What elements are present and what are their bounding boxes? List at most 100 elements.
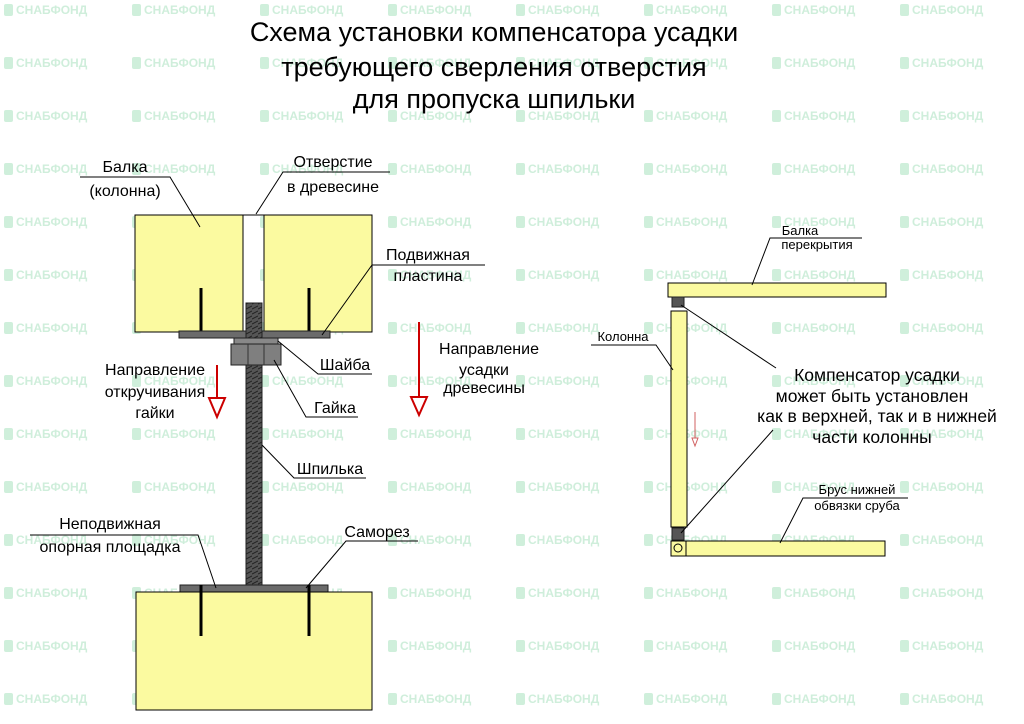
svg-text:СНАБФОНД: СНАБФОНД [656,480,728,494]
svg-text:СНАБФОНД: СНАБФОНД [16,321,88,335]
label-fixed-line2: опорная площадка [40,539,181,556]
title-line-2: требующего сверления отверстия [281,52,706,82]
svg-text:СНАБФОНД: СНАБФОНД [656,374,728,388]
svg-text:СНАБФОНД: СНАБФОНД [144,480,216,494]
svg-text:СНАБФОНД: СНАБФОНД [656,692,728,706]
watermark-mark: СНАБФОНД [4,3,88,17]
watermark-mark: СНАБФОНД [516,162,600,176]
svg-text:СНАБФОНД: СНАБФОНД [912,109,984,123]
watermark-mark: СНАБФОНД [260,3,344,17]
leader-beam [80,176,201,228]
watermark-mark: СНАБФОНД [260,374,344,388]
arrow-unscrew [207,365,227,420]
svg-text:СНАБФОНД: СНАБФОНД [784,480,856,494]
watermark-mark: СНАБФОНД [132,3,216,17]
watermark-mark: СНАБФОНД [388,586,472,600]
svg-text:СНАБФОНД: СНАБФОНД [656,109,728,123]
svg-text:СНАБФОНД: СНАБФОНД [272,533,344,547]
svg-text:СНАБФОНД: СНАБФОНД [912,427,984,441]
svg-text:СНАБФОНД: СНАБФОНД [528,162,600,176]
svg-text:СНАБФОНД: СНАБФОНД [784,692,856,706]
svg-text:СНАБФОНД: СНАБФОНД [16,215,88,229]
watermark-mark: СНАБФОНД [388,215,472,229]
floor-beam [667,282,887,298]
svg-text:СНАБФОНД: СНАБФОНД [528,109,600,123]
svg-text:СНАБФОНД: СНАБФОНД [272,427,344,441]
leader-washer [277,340,372,375]
svg-text:СНАБФОНД: СНАБФОНД [400,215,472,229]
label-nut: Гайка [314,400,356,417]
watermark-mark: СНАБФОНД [772,268,856,282]
watermark-mark: СНАБФОНД [132,374,216,388]
watermark-mark: СНАБФОНД [260,109,344,123]
svg-text:СНАБФОНД: СНАБФОНД [16,480,88,494]
watermark-mark: СНАБФОНД [900,533,984,547]
watermark-mark: СНАБФОНД [388,639,472,653]
watermark-mark: СНАБФОНД [516,427,600,441]
watermark-mark: СНАБФОНД [900,162,984,176]
watermark-mark: СНАБФОНД [900,215,984,229]
svg-text:СНАБФОНД: СНАБФОНД [912,162,984,176]
svg-text:СНАБФОНД: СНАБФОНД [272,374,344,388]
svg-text:СНАБФОНД: СНАБФОНД [784,215,856,229]
svg-text:СНАБФОНД: СНАБФОНД [912,480,984,494]
watermark-mark: СНАБФОНД [132,109,216,123]
svg-text:СНАБФОНД: СНАБФОНД [784,586,856,600]
label-hole-line2: в древесине [287,179,379,196]
watermark-mark: СНАБФОНД [132,427,216,441]
watermark-mark: СНАБФОНД [260,480,344,494]
svg-text:СНАБФОНД: СНАБФОНД [144,109,216,123]
svg-text:СНАБФОНД: СНАБФОНД [16,374,88,388]
svg-text:СНАБФОНД: СНАБФОНД [400,639,472,653]
svg-text:СНАБФОНД: СНАБФОНД [912,692,984,706]
svg-text:СНАБФОНД: СНАБФОНД [784,109,856,123]
label-unscrew-line3: гайки [135,405,174,422]
svg-text:СНАБФОНД: СНАБФОНД [656,162,728,176]
title-line-1: Схема установки компенсатора усадки [250,17,738,47]
watermark-mark: СНАБФОНД [132,480,216,494]
watermark-mark: СНАБФОНД [516,215,600,229]
watermark-mark: СНАБФОНД [4,480,88,494]
svg-text:СНАБФОНД: СНАБФОНД [16,56,88,70]
svg-text:СНАБФОНД: СНАБФОНД [784,321,856,335]
watermark-mark: СНАБФОНД [4,109,88,123]
svg-text:СНАБФОНД: СНАБФОНД [656,586,728,600]
title-line-3: для пропуска шпильки [353,84,636,114]
svg-text:СНАБФОНД: СНАБФОНД [528,480,600,494]
watermark-mark: СНАБФОНД [132,162,216,176]
watermark-mark: СНАБФОНД [900,427,984,441]
label-stud: Шпилька [297,461,363,478]
leader-note-bottom [680,429,774,534]
svg-text:СНАБФОНД: СНАБФОНД [400,268,472,282]
svg-text:СНАБФОНД: СНАБФОНД [528,321,600,335]
svg-text:СНАБФОНД: СНАБФОНД [912,215,984,229]
left-diagram: Балка (колонна) Отверстие в древесине По… [30,154,539,711]
leader-nut [273,359,358,418]
svg-text:СНАБФОНД: СНАБФОНД [656,215,728,229]
watermark-mark: СНАБФОНД [900,586,984,600]
svg-text:СНАБФОНД: СНАБФОНД [528,374,600,388]
watermark-mark: СНАБФОНД [388,268,472,282]
watermark-mark: СНАБФОНД [644,215,728,229]
watermark-mark: СНАБФОНД [4,639,88,653]
watermark-mark: СНАБФОНД [388,109,472,123]
watermark-mark: СНАБФОНД [388,692,472,706]
label-fixed-line1: Неподвижная [59,516,161,533]
svg-text:СНАБФОНД: СНАБФОНД [144,162,216,176]
watermark-mark: СНАБФОНД [644,56,728,70]
svg-text:СНАБФОНД: СНАБФОНД [400,162,472,176]
watermark-mark: СНАБФОНД [644,586,728,600]
beam-upper-left [134,214,244,333]
svg-text:СНАБФОНД: СНАБФОНД [912,374,984,388]
label-screw: Саморез [344,524,409,541]
watermark-mark: СНАБФОНД [388,321,472,335]
nut [230,343,282,366]
watermark-mark: СНАБФОНД [516,586,600,600]
svg-text:СНАБФОНД: СНАБФОНД [784,374,856,388]
svg-text:СНАБФОНД: СНАБФОНД [16,639,88,653]
svg-text:СНАБФОНД: СНАБФОНД [400,692,472,706]
watermark-mark: СНАБФОНД [900,692,984,706]
svg-text:СНАБФОНД: СНАБФОНД [400,427,472,441]
note-line-3: как в верхней, так и в нижней [757,406,997,426]
svg-text:СНАБФОНД: СНАБФОНД [16,109,88,123]
